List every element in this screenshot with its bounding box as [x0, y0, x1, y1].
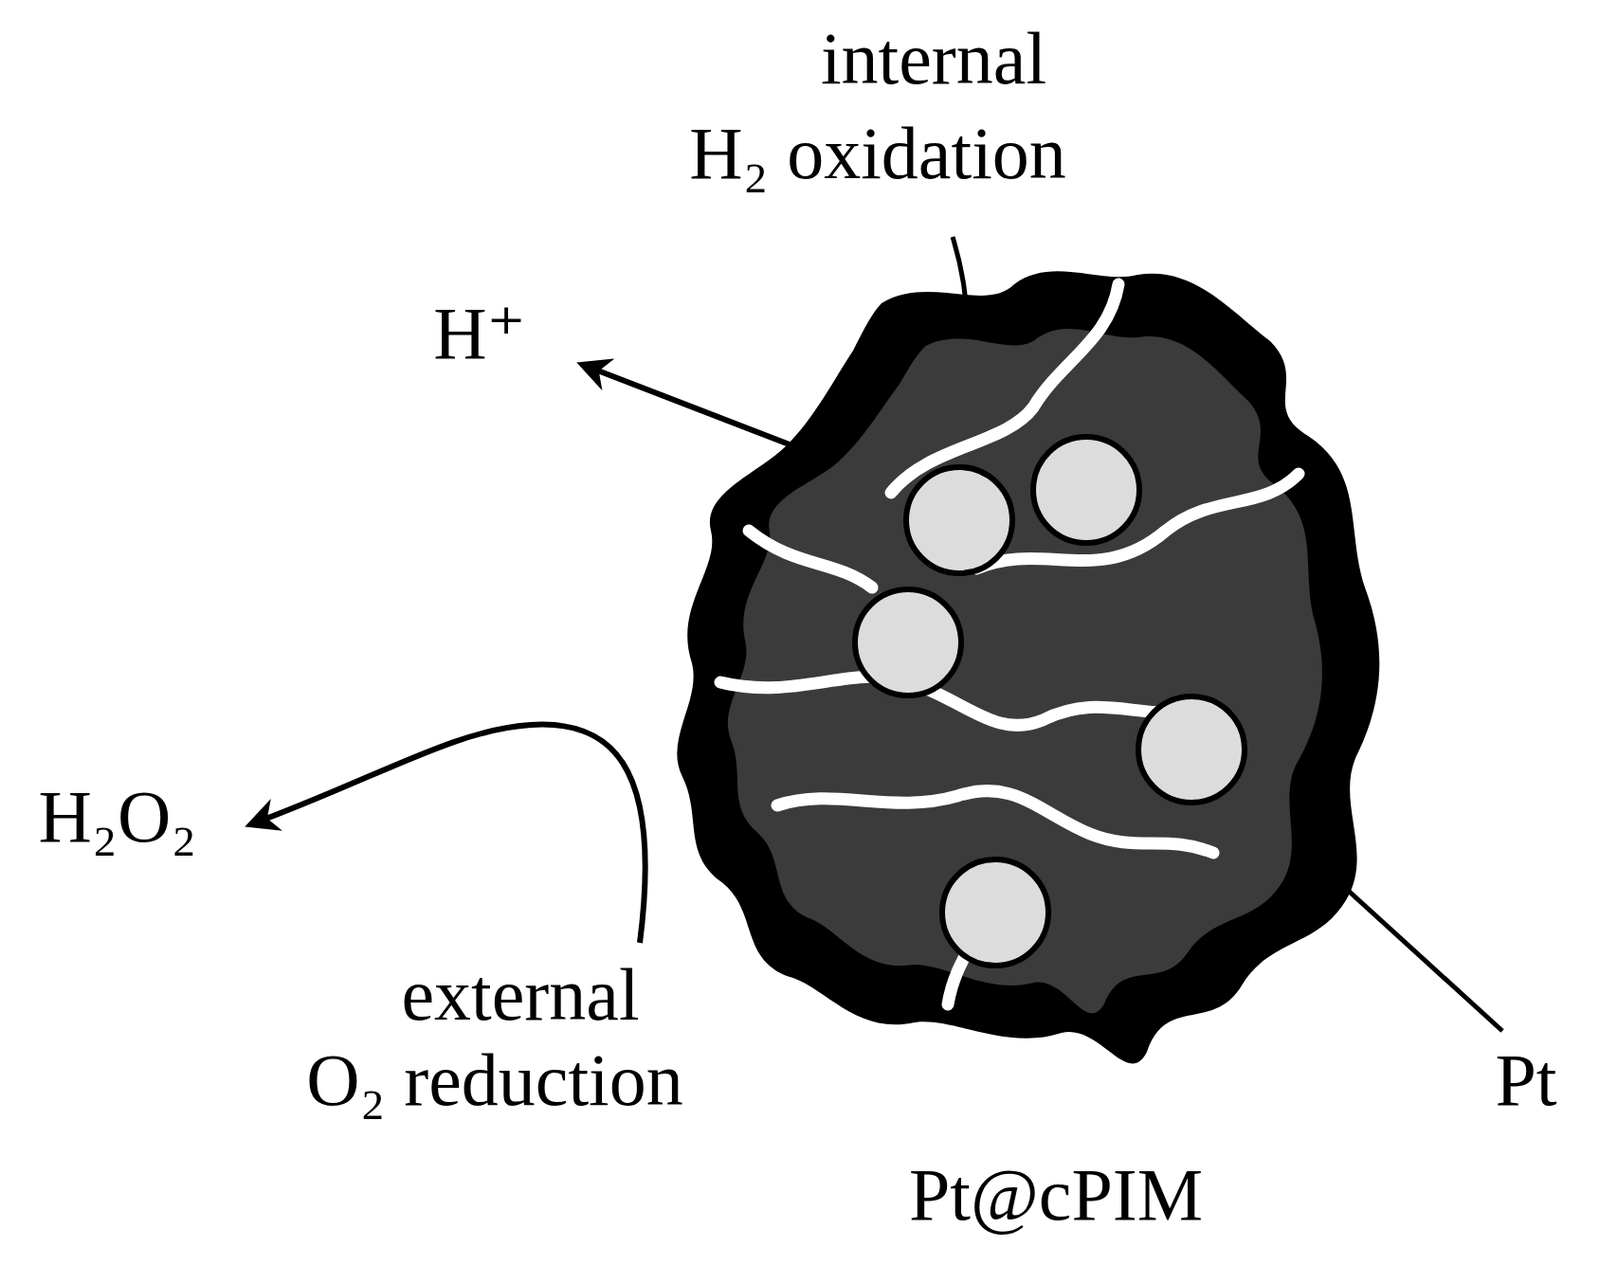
peroxide-arrow [251, 725, 646, 944]
annotation-label: H₂ oxidation [689, 116, 1067, 191]
annotation-label: Pt [1494, 1043, 1557, 1118]
annotation-label: H₂O₂ [37, 780, 197, 855]
annotation-label: O₂ reduction [306, 1043, 684, 1118]
particle: Pt@cPIM [654, 236, 1432, 1242]
particle-label: Pt@cPIM [909, 1158, 1203, 1233]
annotation-label: external [400, 958, 639, 1033]
annotation-label: internal [820, 21, 1047, 96]
particle-shape [654, 236, 1432, 1242]
annotation-label: H⁺ [433, 296, 527, 371]
